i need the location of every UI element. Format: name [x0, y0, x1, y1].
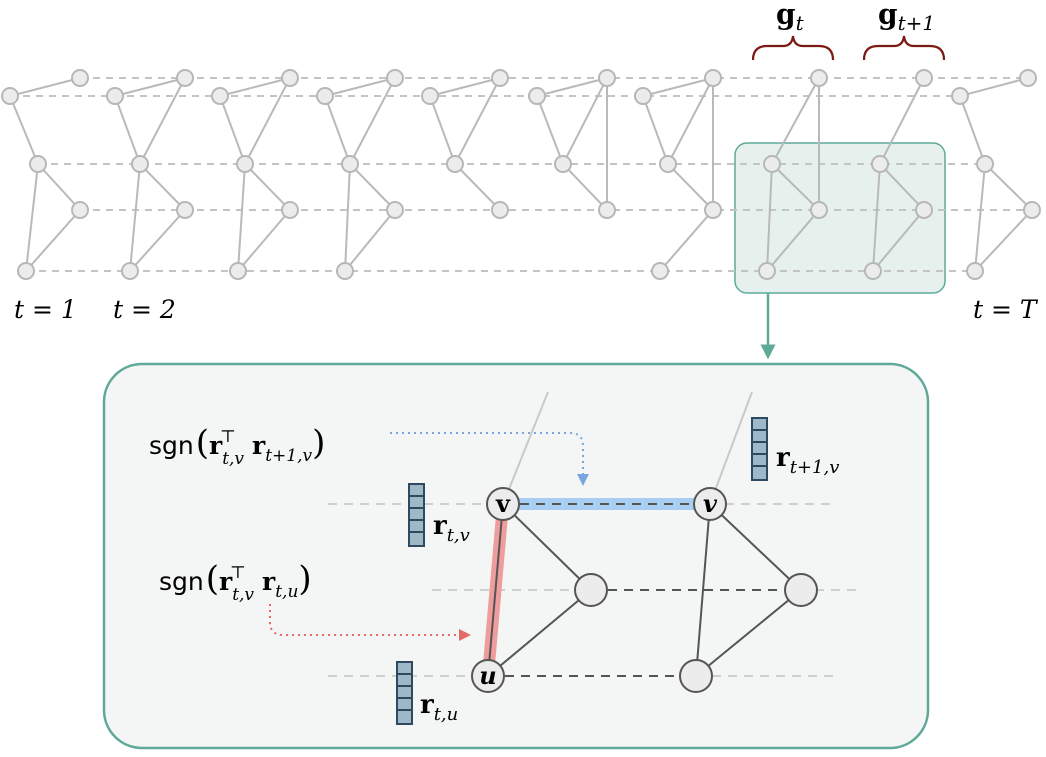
time-label-last: t = T [973, 295, 1039, 324]
node-v-t1-label: v [703, 489, 718, 518]
brace-g-t1 [862, 35, 946, 61]
node-u-t-label: u [479, 661, 496, 690]
node-mid-t1 [784, 573, 818, 607]
inset-dark-edges [487, 503, 802, 677]
brace-g-t [751, 35, 835, 61]
snapshot-nodes [1, 69, 1041, 280]
snapshot-braces [751, 35, 946, 61]
inset-faded-dashes [328, 503, 858, 677]
inset-nodes [471, 487, 818, 693]
vector-r-t1-v-icon [751, 417, 768, 481]
node-v-t-label: v [495, 489, 511, 518]
time-label-first: t = 1 [14, 295, 77, 324]
node-v-t1 [693, 487, 727, 521]
temporal-graph-sequence: gt gt+1 t = 1 t = 2 t = T [1, 0, 1041, 360]
vector-r-t-u-icon [396, 661, 413, 725]
blue-dotted-arrow [390, 432, 589, 486]
inset-box [102, 362, 930, 750]
label-r-t1-v: rt+1,v [776, 443, 839, 478]
node-u-t [471, 659, 505, 693]
temporal-dashed-lines [10, 77, 1032, 272]
node-mid-t [574, 573, 608, 607]
node-bottom-t1 [679, 659, 713, 693]
time-label-second: t = 2 [113, 295, 176, 324]
node-v-t [486, 487, 520, 521]
sgn-expression-temporal: sgn(rt,v⊤rt+1,v) [149, 423, 325, 469]
label-g-t1: gt+1 [878, 0, 935, 35]
inset-panel: v v u rt,v rt+1,v rt,u [102, 362, 930, 750]
vector-r-t-v-icon [408, 483, 425, 547]
label-r-t-u: rt,u [420, 690, 458, 725]
red-dotted-arrow [269, 604, 471, 641]
label-g-t: gt [776, 0, 805, 35]
inset-faded-edges [502, 391, 753, 505]
inset-dark-dashes [505, 503, 784, 677]
sgn-expression-structural: sgn(rt,v⊤rt,u) [159, 559, 312, 605]
label-r-t-v: rt,v [433, 511, 470, 546]
